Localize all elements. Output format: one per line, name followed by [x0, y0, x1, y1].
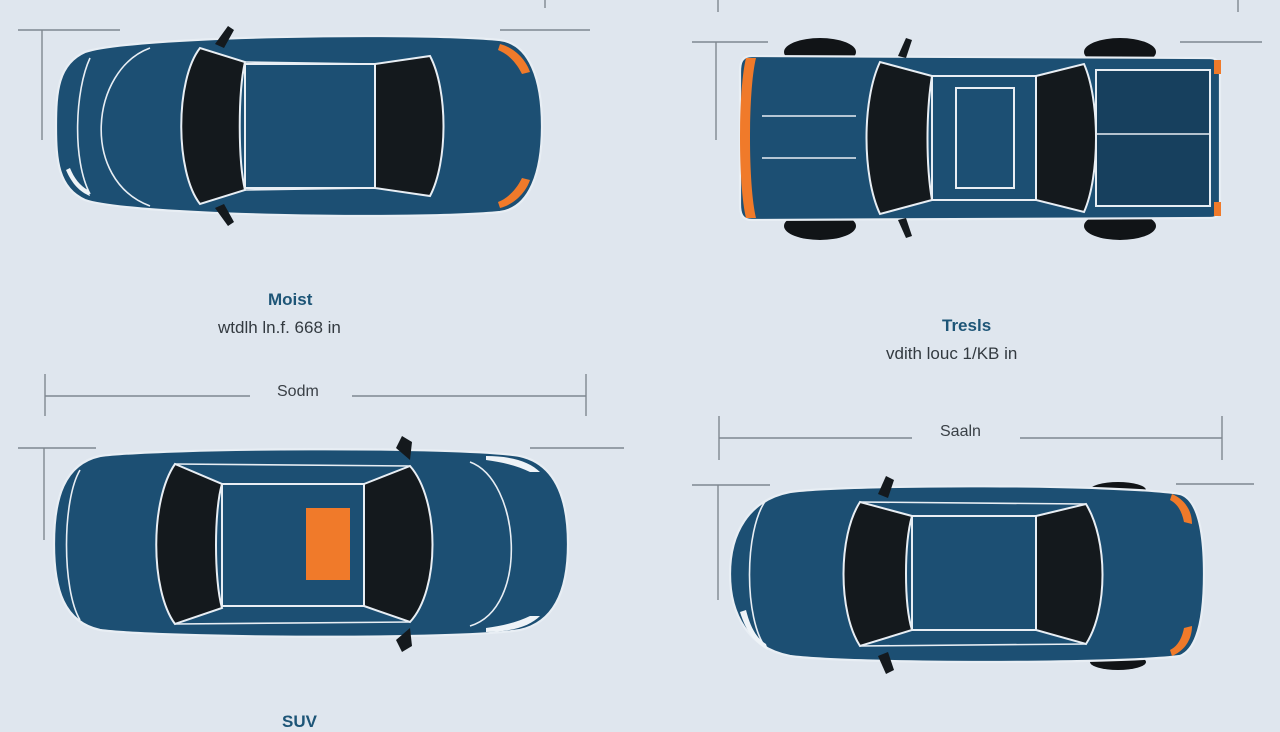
- car-top-right-title: Tresls: [942, 316, 992, 335]
- car-bottom-left-windshield: [155, 462, 224, 626]
- car-top-right-mirror-right: [898, 218, 912, 238]
- car-bottom-right-taillight-bottom: [1170, 626, 1192, 656]
- car-top-right-dimension-lines: [692, 0, 1262, 140]
- car-top-left-rear-window: [374, 54, 445, 198]
- car-top-left: [54, 26, 544, 226]
- car-bottom-right-mirror-left: [878, 476, 894, 498]
- car-top-left-taillight-top: [498, 44, 530, 74]
- car-top-right: [738, 38, 1222, 240]
- car-top-right-mirror-left: [898, 38, 912, 58]
- car-bottom-right-dimension-lines: [692, 416, 1254, 600]
- car-top-left-dimension-lines: [18, 0, 590, 140]
- car-bottom-right: [728, 476, 1206, 674]
- car-top-left-spec: wtdlh ln.f. 668 in: [218, 318, 341, 337]
- car-top-left-title: Moist: [268, 290, 313, 309]
- car-bottom-left-mirror-left: [396, 436, 412, 460]
- car-top-right-rear-window: [1035, 62, 1097, 214]
- car-bottom-right-mirror-right: [878, 652, 894, 674]
- car-bottom-left-mirror-right: [396, 628, 412, 652]
- car-bottom-right-roof: [911, 515, 1037, 631]
- car-top-left-mirror-left: [215, 26, 234, 48]
- car-bottom-right-taillight-top: [1170, 494, 1192, 524]
- car-top-right-windshield: [865, 60, 934, 216]
- car-top-right-spec: vdith louc 1/KB in: [886, 344, 1018, 363]
- car-bottom-right-rear-window: [1035, 502, 1104, 646]
- car-top-left-mirror-right: [215, 204, 234, 226]
- car-bottom-left-sunroof: [306, 508, 350, 580]
- footer-cut-label: SUV: [282, 712, 317, 731]
- car-bottom-left-dimension-label: Sodm: [274, 383, 322, 401]
- car-bottom-left-rear-window: [363, 464, 434, 624]
- car-top-left-roof: [244, 63, 376, 189]
- car-top-right-bed: [1095, 69, 1211, 207]
- car-top-left-taillight-bottom: [498, 178, 530, 208]
- car-top-right-sunroof: [955, 87, 1015, 189]
- car-bottom-right-dimension-label: Saaln: [937, 423, 984, 441]
- car-bottom-right-windshield: [842, 500, 914, 648]
- car-bottom-left-dimension-lines: [18, 374, 624, 540]
- car-top-right-front-bumper: [740, 58, 756, 218]
- car-top-left-windshield: [180, 46, 247, 206]
- car-bottom-left: [52, 436, 570, 652]
